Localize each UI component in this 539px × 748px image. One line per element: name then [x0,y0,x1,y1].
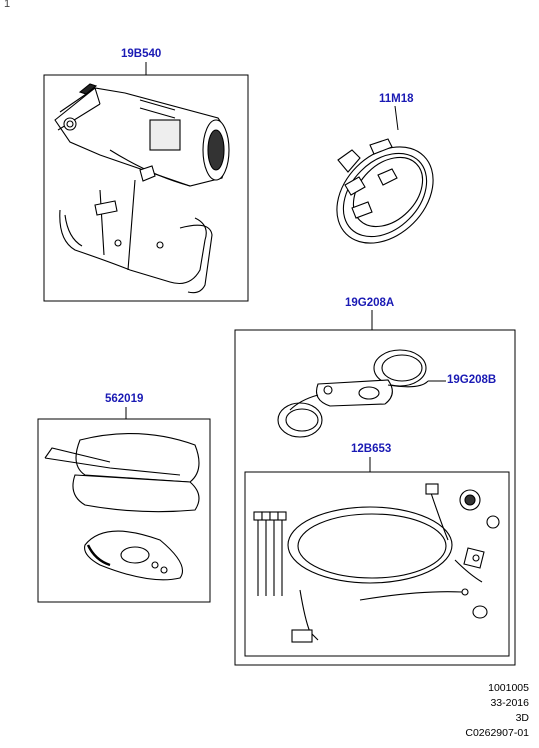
wiring-kit-illustration [253,483,500,643]
panel-19g208a [234,329,516,666]
part-label-562019: 562019 [105,393,144,405]
footer-code: 1001005 [488,682,529,694]
part-label-19g208a: 19G208A [345,297,395,309]
corner-mark: 1 [4,0,11,10]
panel-562019 [37,418,211,603]
pouch-illustration [44,433,200,581]
panel-12b653 [244,471,510,657]
remote-cable-illustration [277,349,429,438]
jump-leads-illustration [336,138,434,244]
part-label-11m18: 11M18 [379,93,414,105]
part-label-19g208b: 19G208B [447,374,497,386]
footer-illustration-id: C0262907-01 [465,727,529,739]
part-label-19b540: 19B540 [121,48,162,60]
part-label-12b653: 12B653 [351,443,392,455]
footer-view: 3D [515,712,529,724]
compressor-illustration [54,83,230,294]
footer-date: 33-2016 [490,697,529,709]
